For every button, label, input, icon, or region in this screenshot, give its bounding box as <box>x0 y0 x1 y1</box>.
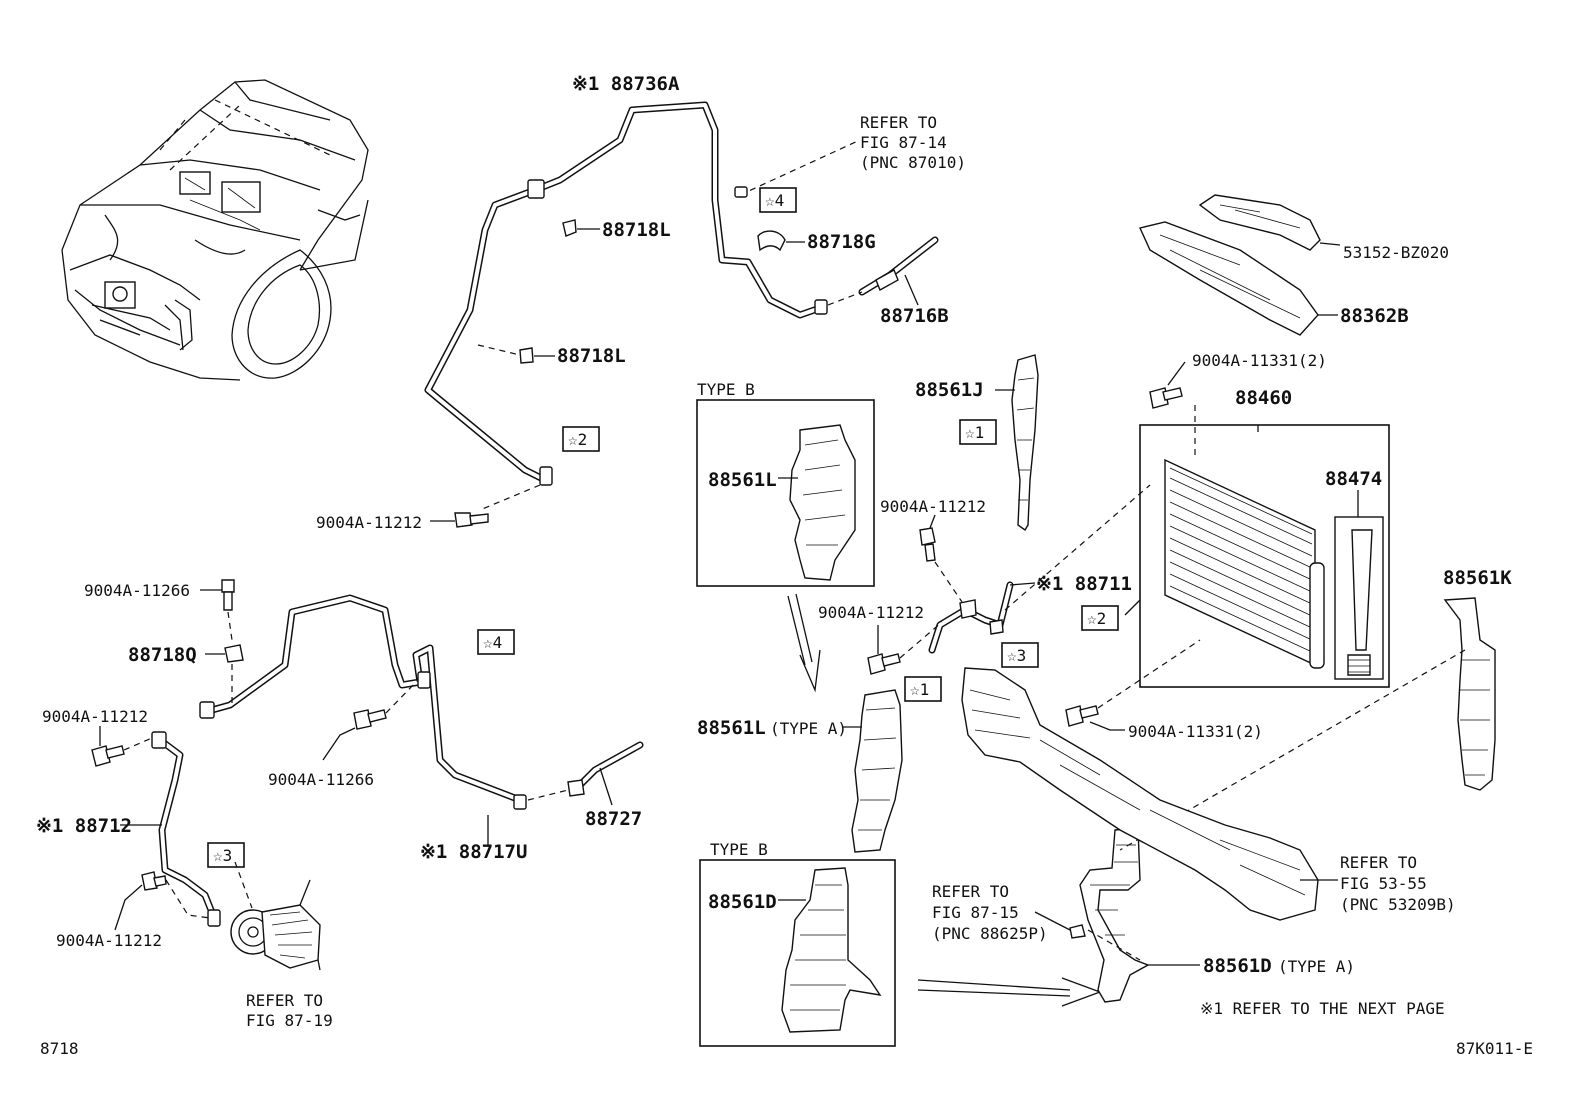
bolt-9004A-11331-b <box>1065 639 1201 731</box>
upper-support-53152-BZ020 <box>1198 194 1341 251</box>
reference-markers: ☆4 ☆2 ☆4 ☆3 ☆1 ☆2 ☆3 ☆1 <box>207 187 1119 868</box>
refer-note-fig-53-55: REFER TO FIG 53-55 (PNC 53209B) <box>1340 853 1456 914</box>
pipe-88711 <box>928 484 1151 654</box>
label-type-b-top: TYPE B <box>697 380 755 399</box>
clip-88718Q <box>205 644 244 705</box>
hose-88727 <box>527 741 644 806</box>
label-9004A-11212-a: 9004A-11212 <box>316 513 422 532</box>
label-88736A: ※1 88736A <box>572 73 680 95</box>
marker-star2-top: ☆2 <box>568 430 587 449</box>
bolt-9004A-11331-a <box>1149 361 1196 460</box>
label-88716B: 88716B <box>880 305 949 327</box>
marker-star1-88561J: ☆1 <box>965 423 984 442</box>
bolt-9004A-11266-a <box>200 579 235 641</box>
refer-87-14-line3: (PNC 87010) <box>860 153 966 172</box>
label-9004A-11266-a: 9004A-11266 <box>84 581 190 600</box>
bolt-9004A-11212-d <box>919 514 963 603</box>
refer-note-fig-87-19: REFER TO FIG 87-19 <box>246 991 333 1030</box>
refer-note-fig-87-15: REFER TO FIG 87-15 (PNC 88625P) <box>932 882 1048 943</box>
marker-star1-88561L: ☆1 <box>910 680 929 699</box>
condenser-box-88460 <box>1124 424 1390 688</box>
type-b-box-88561L <box>696 399 875 587</box>
clamp-88718G <box>757 230 805 252</box>
figure-number: 8718 <box>40 1039 79 1058</box>
seal-88561L-type-a <box>842 689 903 853</box>
type-b-box-88561D <box>699 859 896 1047</box>
bolt-9004A-11212-c <box>114 871 211 931</box>
refer-87-19-line2: FIG 87-19 <box>246 1011 333 1030</box>
marker-star3-88711: ☆3 <box>1007 646 1026 665</box>
refer-87-19-line1: REFER TO <box>246 991 323 1010</box>
label-9004A-11331-a: 9004A-11331(2) <box>1192 351 1327 370</box>
label-88362B: 88362B <box>1340 305 1409 327</box>
refer-87-14-line2: FIG 87-14 <box>860 133 947 152</box>
label-88718G: 88718G <box>807 231 876 253</box>
label-9004A-11212-e: 9004A-11212 <box>818 603 924 622</box>
label-88718L-top: 88718L <box>602 219 671 241</box>
marker-star2-88460: ☆2 <box>1087 609 1106 628</box>
label-88561D-type-b: 88561D <box>708 891 777 913</box>
label-9004A-11212-c: 9004A-11212 <box>56 931 162 950</box>
label-88712: ※1 88712 <box>36 815 132 837</box>
pipe-88717U <box>199 594 527 845</box>
label-88711: ※1 88711 <box>1036 573 1132 595</box>
refer-87-15-line3: (PNC 88625P) <box>932 924 1048 943</box>
footnote-next-page: ※1 REFER TO THE NEXT PAGE <box>1200 999 1445 1018</box>
label-88561D-type-a: 88561D <box>1203 955 1272 977</box>
refer-53-55-line2: FIG 53-55 <box>1340 874 1427 893</box>
label-88718L-mid: 88718L <box>557 345 626 367</box>
label-9004A-11331-b: 9004A-11331(2) <box>1128 722 1263 741</box>
marker-star4-bottom: ☆4 <box>483 633 502 652</box>
label-88561K: 88561K <box>1443 567 1512 589</box>
bolt-9004A-11212-a <box>430 484 541 528</box>
seal-88362B <box>1139 221 1338 336</box>
label-88718Q: 88718Q <box>128 644 197 666</box>
diagram-code: 87K011-E <box>1456 1039 1533 1058</box>
label-88474: 88474 <box>1325 468 1382 490</box>
bolt-9004A-11266-b <box>322 679 419 761</box>
refer-note-fig-87-14: REFER TO FIG 87-14 (PNC 87010) <box>860 113 966 172</box>
label-88561D-type-a-suffix: (TYPE A) <box>1278 957 1355 976</box>
label-type-b-bottom: TYPE B <box>710 840 768 859</box>
seal-88561J <box>995 354 1039 532</box>
refer-53-55-line3: (PNC 53209B) <box>1340 895 1456 914</box>
vehicle-location-illustration <box>61 79 369 381</box>
label-88561L-type-a-suffix: (TYPE A) <box>770 719 847 738</box>
clip-88718L-top <box>562 219 600 237</box>
bracket-88625P <box>1034 911 1086 939</box>
pipe-88712 <box>120 731 221 927</box>
label-88561L-type-a: 88561L <box>697 717 766 739</box>
refer-53-55-line1: REFER TO <box>1340 853 1417 872</box>
hose-88716B <box>827 236 939 306</box>
seal-88561D-type-a <box>1079 827 1200 1003</box>
label-88561L-type-b: 88561L <box>708 469 777 491</box>
arrow-type-b-to-a-1 <box>787 593 821 693</box>
bolt-9004A-11212-e <box>867 621 943 675</box>
label-9004A-11266-b: 9004A-11266 <box>268 770 374 789</box>
label-88727: 88727 <box>585 808 642 830</box>
pipe-88736A <box>424 101 861 486</box>
refer-87-15-line1: REFER TO <box>932 882 1009 901</box>
label-88460: 88460 <box>1235 387 1292 409</box>
arrow-type-b-to-a-2 <box>917 977 1102 1007</box>
label-88561J: 88561J <box>915 379 984 401</box>
label-9004A-11212-b: 9004A-11212 <box>42 707 148 726</box>
marker-star3-left: ☆3 <box>213 846 232 865</box>
marker-star4-top: ☆4 <box>765 191 784 210</box>
refer-87-15-line2: FIG 87-15 <box>932 903 1019 922</box>
part-labels: ※1 88736A 88718L 88718G 88716B 88718L 90… <box>36 73 1512 977</box>
label-88717U: ※1 88717U <box>420 841 527 863</box>
clip-88718L-mid <box>477 344 555 364</box>
refer-87-14-line1: REFER TO <box>860 113 937 132</box>
label-9004A-11212-d: 9004A-11212 <box>880 497 986 516</box>
bolt-9004A-11212-b <box>91 726 153 767</box>
compressor <box>230 861 321 971</box>
radiator-support <box>961 667 1338 921</box>
label-53152-BZ020: 53152-BZ020 <box>1343 243 1449 262</box>
